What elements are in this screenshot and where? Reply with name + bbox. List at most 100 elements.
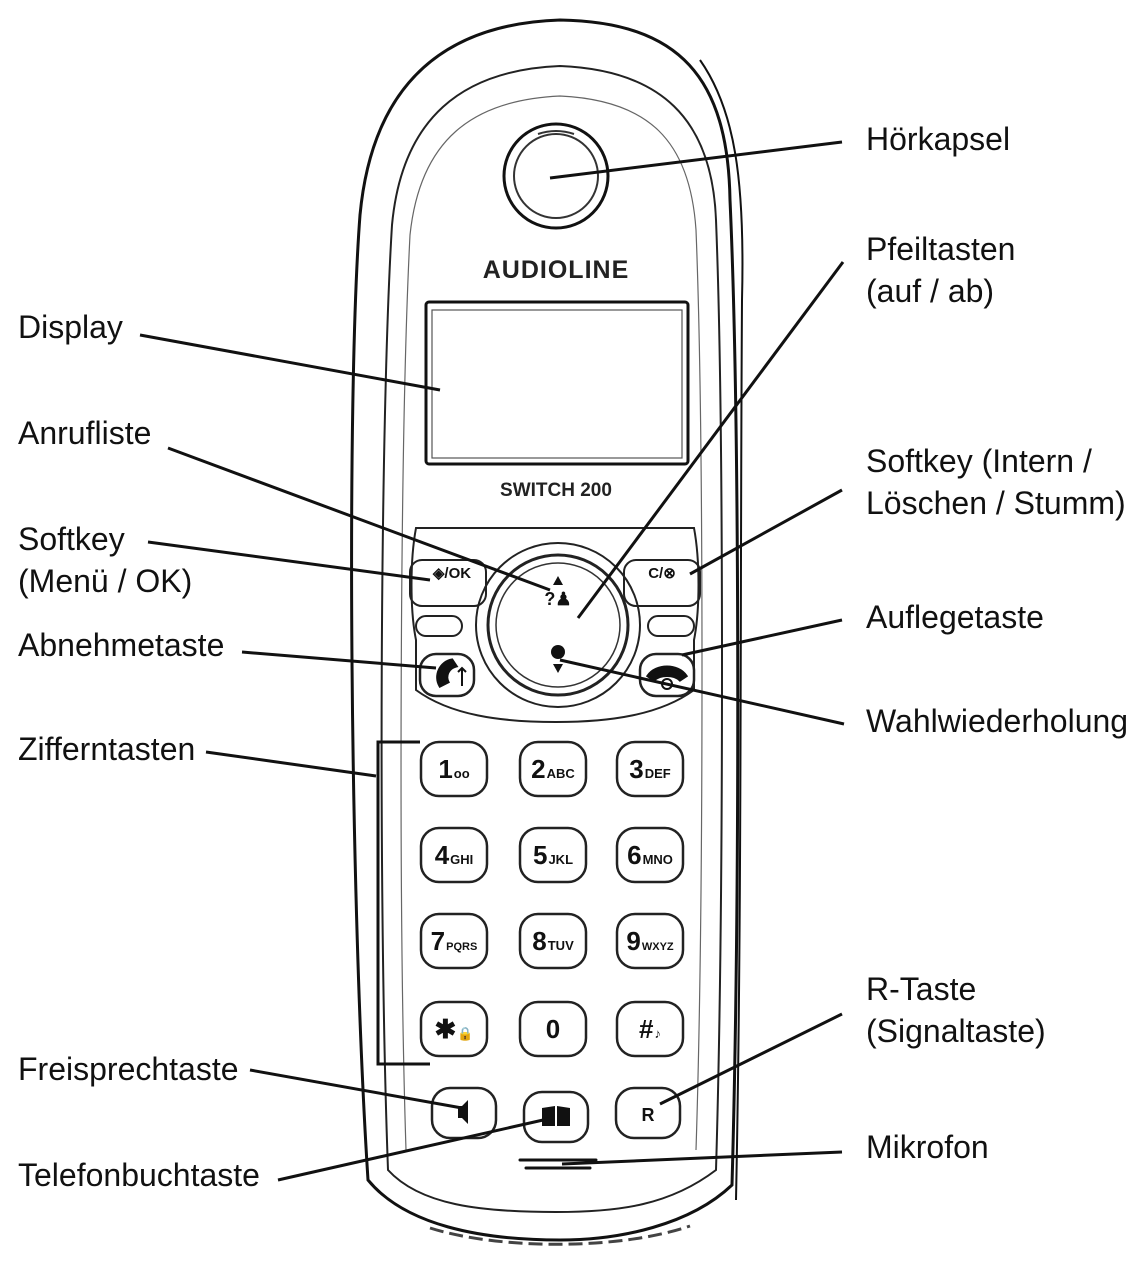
digit-key-digit: 1 bbox=[438, 754, 452, 784]
digit-key-label: 8TUV bbox=[532, 926, 574, 956]
digit-key-8[interactable]: 8TUV bbox=[518, 912, 588, 970]
r-button-label: R bbox=[642, 1105, 655, 1125]
label-anrufliste: Anrufliste bbox=[18, 415, 152, 451]
digit-key-9[interactable]: 9WXYZ bbox=[615, 912, 685, 970]
digit-key-outline[interactable] bbox=[518, 826, 588, 884]
earpiece-ring-inner bbox=[513, 133, 599, 219]
digit-key-label: 7PQRS bbox=[431, 926, 478, 956]
nav-ring-middle bbox=[486, 553, 630, 697]
digit-key-digit: 0 bbox=[546, 1014, 560, 1044]
handset-side-rim bbox=[699, 59, 744, 1201]
digit-key-outline[interactable] bbox=[518, 1000, 588, 1058]
label-pfeiltasten: Pfeiltasten (auf / ab) bbox=[866, 228, 1015, 312]
digit-key-letters: PQRS bbox=[446, 941, 477, 953]
model-name: SWITCH 200 bbox=[500, 480, 612, 501]
digit-key-4[interactable]: 4GHI bbox=[419, 826, 489, 884]
digit-key-10[interactable]: ✱🔒 bbox=[419, 1000, 489, 1058]
display-frame bbox=[424, 300, 690, 466]
pickup-handset-icon bbox=[436, 658, 459, 688]
leader-softkey-left bbox=[147, 540, 431, 582]
leader-softkey-right bbox=[689, 488, 843, 576]
label-zifferntasten: Zifferntasten bbox=[18, 731, 196, 767]
digit-key-digit: 4 bbox=[435, 840, 450, 870]
digit-key-1[interactable]: 1oo bbox=[419, 740, 489, 798]
digit-key-label: 1oo bbox=[438, 754, 469, 784]
digit-key-digit: ✱ bbox=[435, 1014, 457, 1044]
hangup-button[interactable] bbox=[638, 652, 696, 698]
digit-key-label: #♪ bbox=[639, 1014, 661, 1044]
digit-key-3[interactable]: 3DEF bbox=[615, 740, 685, 798]
digit-key-digit: 2 bbox=[531, 754, 545, 784]
digit-key-outline[interactable] bbox=[419, 912, 489, 970]
nav-up-arrow-icon[interactable] bbox=[553, 576, 563, 585]
leader-telefonbuchtaste bbox=[277, 1116, 553, 1182]
leader-pfeiltasten bbox=[576, 261, 845, 619]
digit-key-outline[interactable] bbox=[419, 826, 489, 884]
leader-wahlwiederholung bbox=[559, 658, 845, 726]
speaker-icon bbox=[458, 1100, 468, 1124]
right-slot bbox=[647, 615, 695, 637]
digit-key-6[interactable]: 6MNO bbox=[615, 826, 685, 884]
pickup-arrow-icon bbox=[457, 666, 467, 686]
digit-key-letters: ABC bbox=[547, 766, 576, 781]
digit-key-11[interactable]: 0 bbox=[518, 1000, 588, 1058]
label-telefonbuchtaste: Telefonbuchtaste bbox=[18, 1157, 260, 1193]
phonebook-icon bbox=[542, 1106, 570, 1126]
keypad: 1oo 2ABC 3DEF 4GHI 5JKL 6MNO 7PQRS 8TUV 9WXYZ ✱🔒 0… bbox=[419, 740, 685, 1058]
display-screen bbox=[431, 309, 683, 459]
digit-key-outline[interactable] bbox=[419, 1000, 489, 1058]
microphone-slot bbox=[518, 1158, 598, 1170]
label-display: Display bbox=[18, 309, 123, 345]
digit-key-letters: oo bbox=[454, 766, 470, 781]
leader-zifferntasten bbox=[205, 750, 377, 778]
label-pfeiltasten-line2: (auf / ab) bbox=[866, 273, 995, 310]
softkey-right[interactable] bbox=[623, 559, 701, 607]
digit-key-outline[interactable] bbox=[615, 912, 685, 970]
digit-key-outline[interactable] bbox=[518, 740, 588, 798]
pickup-button[interactable] bbox=[418, 652, 476, 698]
handset-faceplate bbox=[380, 64, 723, 1214]
nav-ring-inner[interactable] bbox=[495, 562, 621, 688]
r-button[interactable] bbox=[614, 1086, 682, 1140]
digit-key-label: 6MNO bbox=[627, 840, 673, 870]
label-abnehmetaste: Abnehmetaste bbox=[18, 627, 225, 663]
label-auflegetaste: Auflegetaste bbox=[866, 599, 1044, 635]
digit-key-digit: 3 bbox=[629, 754, 643, 784]
digit-key-letters: WXYZ bbox=[642, 941, 674, 953]
label-softkey-right: Softkey (Intern / Löschen / Stumm) bbox=[866, 440, 1126, 524]
digit-keys-bracket bbox=[376, 740, 430, 1066]
digit-key-5[interactable]: 5JKL bbox=[518, 826, 588, 884]
softkey-left[interactable] bbox=[409, 559, 487, 607]
digit-key-digit: 5 bbox=[533, 840, 547, 870]
digit-key-digit: # bbox=[639, 1014, 654, 1044]
digit-key-outline[interactable] bbox=[615, 1000, 685, 1058]
label-r-taste-line2: (Signaltaste) bbox=[866, 1013, 1046, 1050]
call-list-icon: ?♟ bbox=[544, 589, 571, 609]
digit-key-digit: 9 bbox=[626, 926, 640, 956]
digit-key-2[interactable]: 2ABC bbox=[518, 740, 588, 798]
faceplate-inner-edge bbox=[400, 95, 703, 1151]
digit-key-outline[interactable] bbox=[615, 740, 685, 798]
digit-key-outline[interactable] bbox=[419, 740, 489, 798]
digit-key-label: 4GHI bbox=[435, 840, 474, 870]
digit-key-outline[interactable] bbox=[615, 826, 685, 884]
label-softkey-left-line1: Softkey bbox=[18, 521, 125, 557]
control-panel-outline bbox=[410, 527, 700, 724]
digit-key-letters: ♪ bbox=[654, 1026, 661, 1041]
digit-key-label: 2ABC bbox=[531, 754, 575, 784]
digit-key-digit: 8 bbox=[532, 926, 546, 956]
digit-key-label: ✱🔒 bbox=[435, 1014, 474, 1044]
handset-outer-shell bbox=[350, 18, 740, 1242]
digit-key-digit: 6 bbox=[627, 840, 641, 870]
phonebook-button[interactable] bbox=[522, 1090, 590, 1144]
digit-key-outline[interactable] bbox=[518, 912, 588, 970]
brand-logo: AUDIOLINE bbox=[483, 256, 630, 284]
softkey-left-label: ◈/OK bbox=[432, 565, 471, 582]
left-slot bbox=[415, 615, 463, 637]
leader-display bbox=[139, 333, 441, 392]
nav-down-arrow-icon[interactable] bbox=[553, 664, 563, 673]
digit-key-7[interactable]: 7PQRS bbox=[419, 912, 489, 970]
digit-key-12[interactable]: #♪ bbox=[615, 1000, 685, 1058]
leader-mikrofon bbox=[561, 1150, 843, 1166]
